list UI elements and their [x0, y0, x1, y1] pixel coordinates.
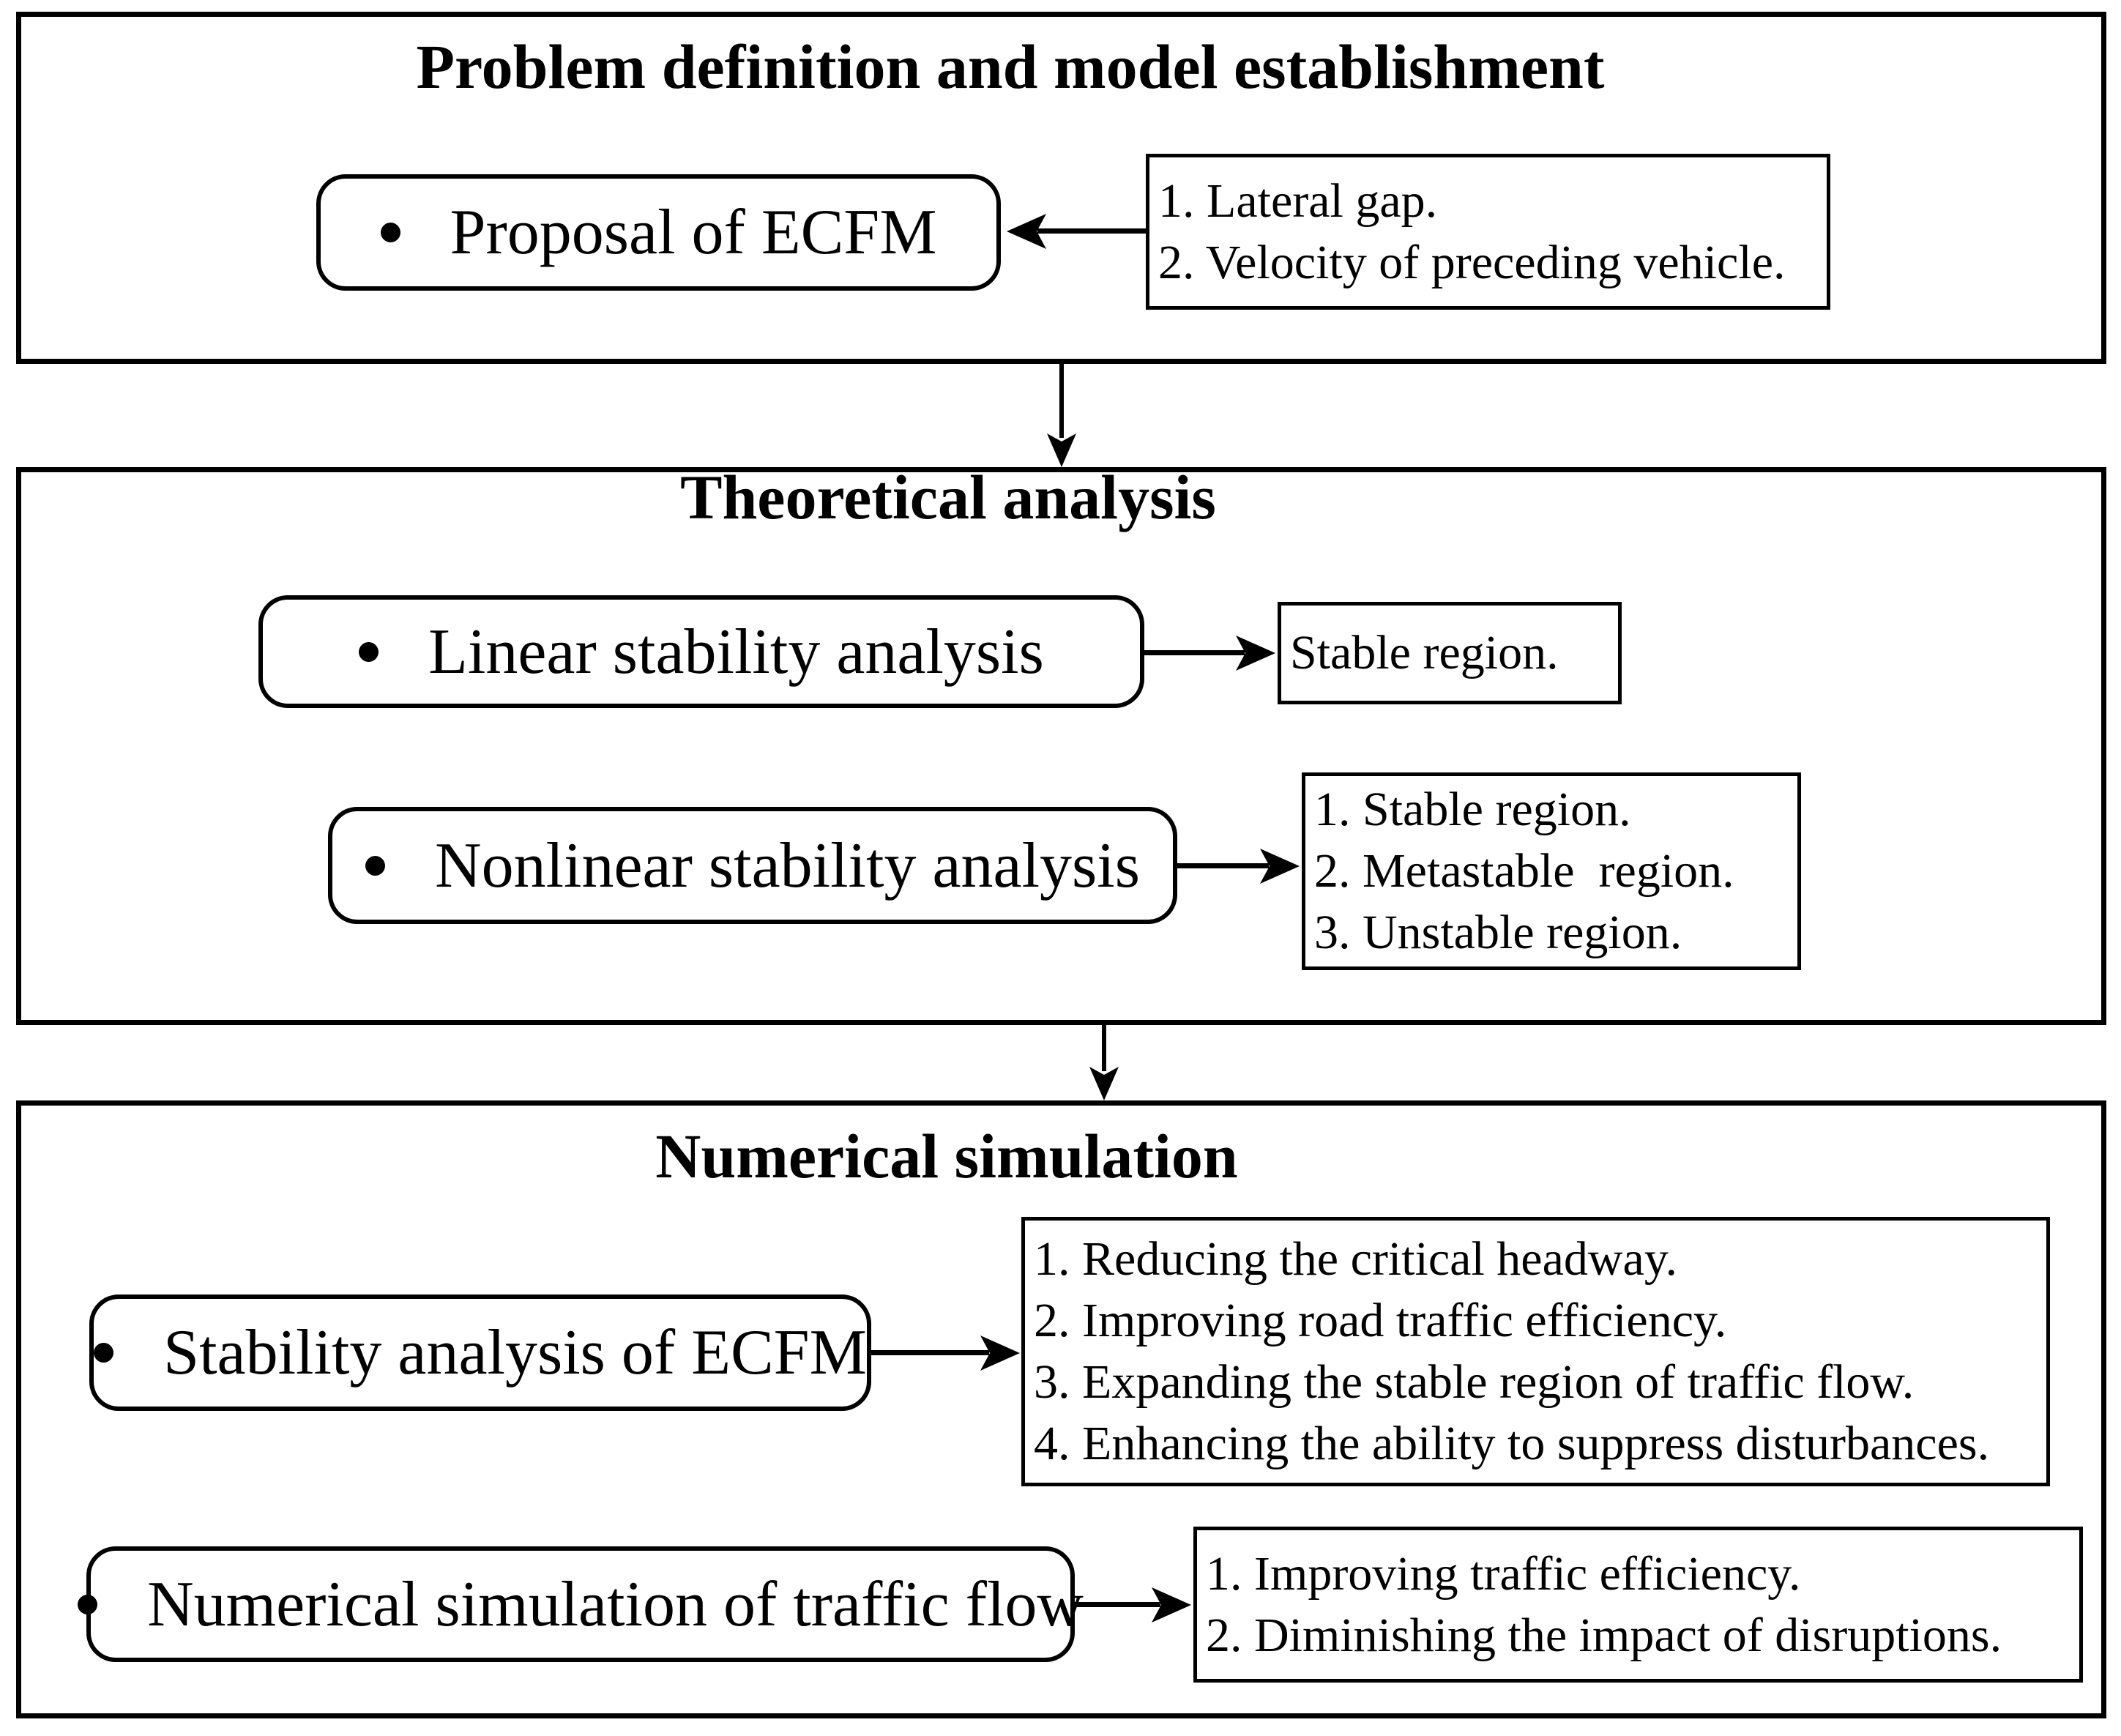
- info-box-simulation-results: 1. Improving traffic efficiency. 2. Dimi…: [1193, 1527, 2083, 1683]
- node-label: Proposal of ECFM: [450, 197, 937, 268]
- info-line: 2. Metastable region.: [1314, 844, 1734, 898]
- section-title-theoretical-analysis: Theoretical analysis: [680, 462, 1216, 532]
- arrow-head: [1089, 1067, 1119, 1100]
- info-line: 3. Unstable region.: [1314, 906, 1682, 959]
- info-box-ecfm-factors: 1. Lateral gap. 2. Velocity of preceding…: [1146, 154, 1830, 310]
- info-line: 2. Diminishing the impact of disruptions…: [1206, 1608, 2002, 1662]
- node-proposal-of-ecfm: Proposal of ECFM: [316, 174, 1001, 291]
- info-line: 2. Velocity of preceding vehicle.: [1158, 235, 1786, 289]
- bullet-icon: [94, 1343, 114, 1363]
- info-box-ecfm-stability-results: 1. Reducing the critical headway. 2. Imp…: [1021, 1217, 2050, 1486]
- node-stability-analysis-of-ecfm: Stability analysis of ECFM: [89, 1294, 871, 1411]
- arrow-down-icon: [1047, 364, 1076, 467]
- node-label: Linear stability analysis: [428, 616, 1044, 688]
- bullet-icon: [359, 641, 379, 662]
- bullet-icon: [380, 223, 400, 242]
- bullet-icon: [365, 855, 386, 876]
- node-linear-stability-analysis: Linear stability analysis: [258, 595, 1144, 708]
- arrow-shaft: [871, 1350, 989, 1355]
- info-line: 2. Improving road traffic efficiency.: [1034, 1294, 1727, 1347]
- arrow-left-icon: [1007, 214, 1146, 249]
- info-line: 1. Improving traffic efficiency.: [1206, 1546, 1801, 1601]
- arrow-shaft: [1144, 650, 1245, 655]
- arrow-shaft: [1037, 228, 1146, 234]
- info-box-stable-region: Stable region.: [1278, 602, 1622, 704]
- info-line: 3. Expanding the stable region of traffi…: [1034, 1355, 1915, 1409]
- section-title-problem-definition: Problem definition and model establishme…: [416, 31, 1605, 102]
- arrow-right-icon: [1075, 1587, 1191, 1623]
- arrow-shaft: [1075, 1602, 1160, 1607]
- arrow-right-icon: [1177, 849, 1300, 884]
- bullet-icon: [78, 1594, 98, 1614]
- info-line: Stable region.: [1290, 626, 1559, 679]
- arrow-shaft: [1177, 863, 1269, 868]
- section-title-numerical-simulation: Numerical simulation: [655, 1121, 1238, 1191]
- arrow-shaft: [1059, 364, 1064, 438]
- info-line: 1. Reducing the critical headway.: [1034, 1232, 1678, 1286]
- arrow-down-icon: [1089, 1025, 1119, 1100]
- info-line: 4. Enhancing the ability to suppress dis…: [1034, 1417, 1990, 1470]
- node-label: Numerical simulation of traffic flow: [147, 1568, 1084, 1640]
- node-label: Stability analysis of ECFM: [163, 1317, 867, 1388]
- node-numerical-simulation-of-traffic-flow: Numerical simulation of traffic flow: [78, 1546, 1084, 1662]
- info-box-stability-regions: 1. Stable region. 2. Metastable region. …: [1302, 772, 1801, 970]
- arrow-right-icon: [871, 1335, 1020, 1371]
- arrow-right-icon: [1144, 636, 1275, 671]
- info-line: 1. Lateral gap.: [1158, 174, 1438, 228]
- node-label: Nonlinear stability analysis: [435, 830, 1140, 901]
- info-line: 1. Stable region.: [1314, 783, 1631, 836]
- node-nonlinear-stability-analysis: Nonlinear stability analysis: [328, 807, 1177, 924]
- arrow-shaft: [1102, 1025, 1106, 1071]
